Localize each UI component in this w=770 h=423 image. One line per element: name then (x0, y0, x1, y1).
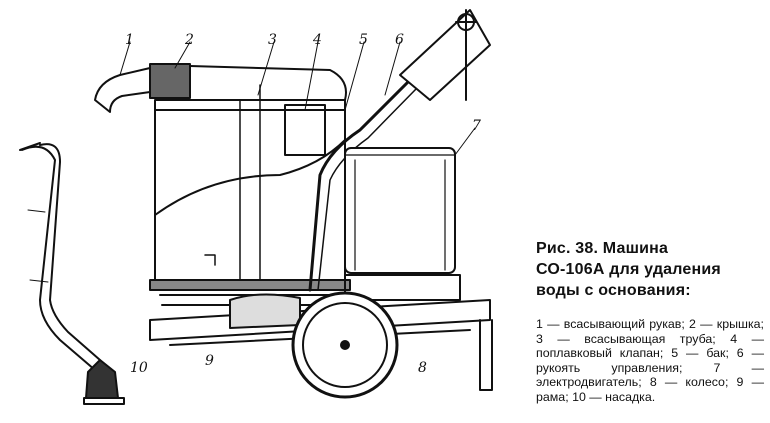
callout-6: 6 (395, 32, 404, 48)
nozzle-drawing (83, 359, 125, 405)
suction-hose-drawing (19, 142, 101, 371)
caption-title-line: Рис. 38. Машина (536, 240, 669, 257)
figure-caption: Рис. 38. Машина СО-106А для удаления вод… (536, 238, 764, 405)
callout-10: 10 (130, 360, 148, 376)
top-hose-drawing (94, 63, 347, 113)
leader-lines (119, 41, 476, 156)
callout-1: 1 (125, 32, 134, 48)
callout-9: 9 (205, 353, 214, 369)
caption-title: Рис. 38. Машина СО-106А для удаления вод… (536, 238, 764, 301)
caption-legend: 1 — всасывающий рукав; 2 — крышка; 3 — в… (536, 317, 764, 404)
machine-drawing: 1 2 3 4 5 6 7 8 9 10 (19, 9, 493, 405)
callout-4: 4 (312, 32, 322, 48)
caption-title-line: воды с основания: (536, 282, 691, 299)
tank-drawing (149, 84, 356, 306)
callout-3: 3 (268, 32, 277, 48)
caption-title-line: СО-106А для удаления (536, 261, 721, 278)
callout-5: 5 (359, 32, 368, 48)
callout-2: 2 (184, 32, 194, 48)
motor-drawing (344, 147, 461, 301)
handle-drawing (308, 9, 491, 292)
callout-7: 7 (472, 118, 481, 134)
callout-8: 8 (418, 360, 427, 376)
wheel-drawing (291, 291, 399, 399)
